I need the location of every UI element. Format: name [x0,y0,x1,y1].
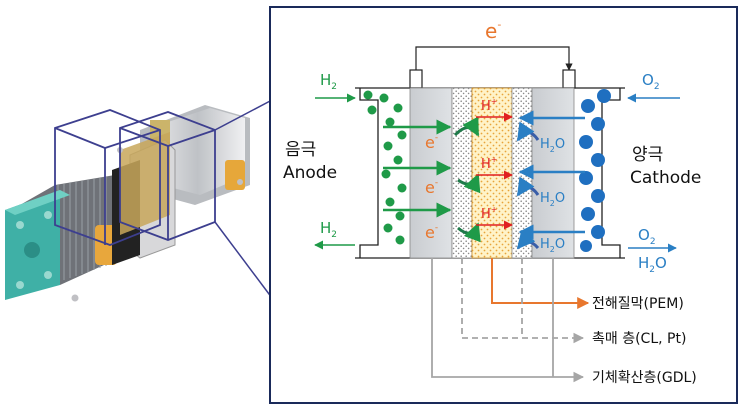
anode-label-english: Anode [283,163,337,183]
zoom-connector-lines [214,99,273,299]
anode-reaction-hooks [453,116,481,243]
fuel-cell-stack-illustration [5,105,250,302]
anode-electron-labels: e- e- e- [425,133,438,242]
hydrogen-diffusion-arrows [383,119,452,218]
anode-hydrogen-particles [363,90,407,245]
cathode-label-korean: 양극 [632,145,663,165]
proton-labels: H+ H+ H+ [481,97,497,222]
external-electron-label: e- [485,18,501,43]
svg-text:H2O: H2O [540,191,565,208]
anode-label-korean: 음극 [285,140,316,160]
cathode-label-english: Cathode [630,168,701,188]
o2-outlet-label: O2 [638,226,656,247]
h2-inlet-label: H2 [320,71,337,92]
svg-text:e-: e- [425,178,438,197]
catalyst-layer-legend-label: 촉매 층(CL, Pt) [592,331,686,347]
svg-text:H2O: H2O [540,137,565,154]
gdl-leader-lines [431,258,585,383]
external-circuit [409,46,576,89]
svg-text:H+: H+ [481,205,497,222]
svg-text:H2O: H2O [540,237,565,254]
o2-inlet-label: O2 [642,71,660,92]
cathode-oxygen-particles [579,89,611,252]
pem-leader-line [491,258,590,309]
h2-outlet-label: H2 [320,219,337,240]
svg-text:e-: e- [425,133,438,152]
proton-arrows [476,112,513,230]
svg-text:H+: H+ [481,155,497,172]
cell-highlight-box [54,109,216,246]
pem-legend-label: 전해질막(PEM) [592,296,684,312]
gdl-legend-label: 기체확산층(GDL) [592,370,697,386]
h2o-outlet-label: H2O [638,254,667,275]
pem-membrane [471,87,513,259]
svg-text:e-: e- [425,223,438,242]
water-labels: H2O H2O H2O [540,137,565,254]
catalyst-leader-lines [461,258,585,344]
cathode-reaction-hooks [516,121,540,250]
svg-text:H+: H+ [481,97,497,114]
